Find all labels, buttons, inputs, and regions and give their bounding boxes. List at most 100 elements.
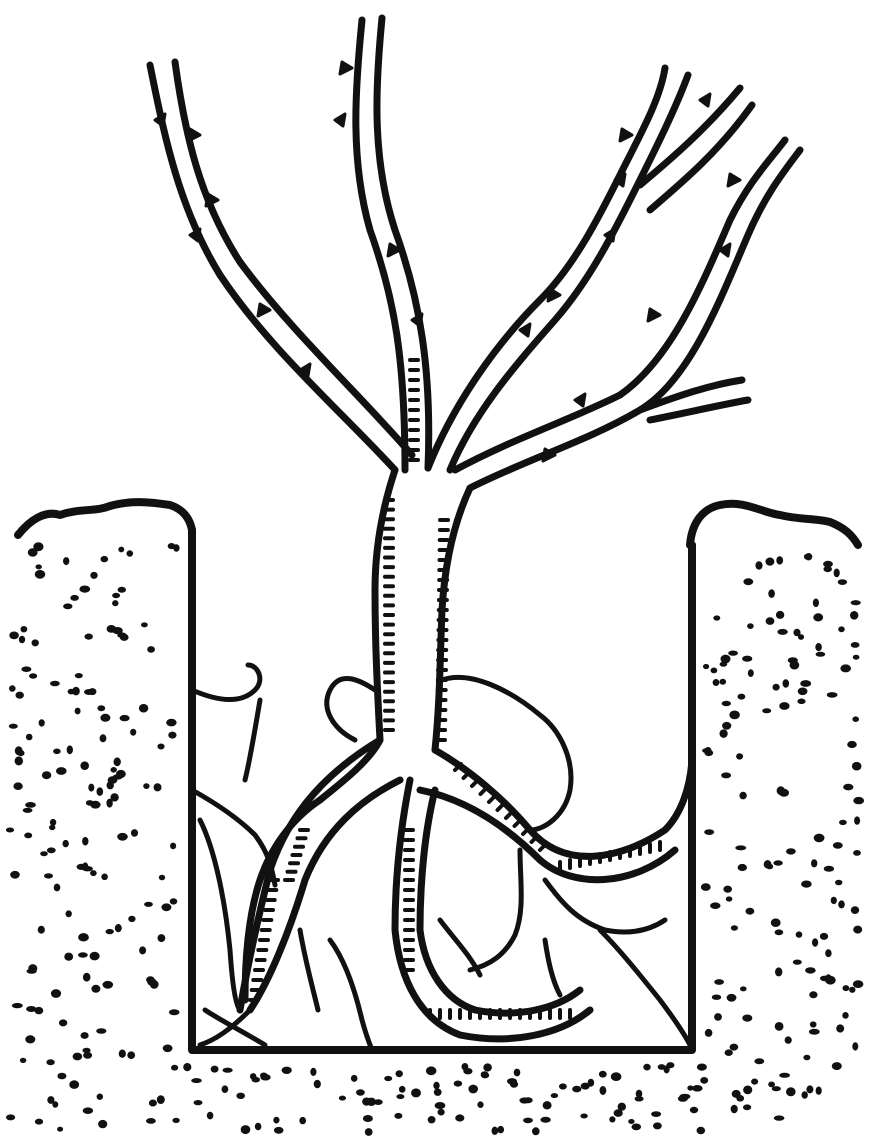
soil-speck	[39, 719, 45, 726]
soil-speck	[611, 1072, 622, 1081]
soil-speck	[82, 1048, 90, 1053]
soil-speck	[812, 938, 818, 947]
soil-speck	[751, 1079, 758, 1085]
soil-speck	[28, 964, 37, 973]
thorn	[155, 114, 165, 126]
soil-speck	[801, 881, 812, 888]
ground-surface-left	[18, 502, 192, 535]
soil-speck	[690, 1107, 698, 1113]
soil-speck	[120, 715, 130, 721]
soil-speck	[365, 1128, 373, 1136]
soil-speck	[15, 756, 23, 765]
soil-speck	[79, 586, 90, 593]
soil-speck	[394, 1113, 402, 1119]
soil-speck	[16, 692, 24, 699]
soil-speck	[825, 949, 831, 957]
fibrous-root	[600, 930, 690, 1045]
soil-speck	[852, 762, 862, 771]
soil-speck	[35, 570, 46, 579]
soil-speck	[110, 793, 118, 801]
soil-speck	[827, 692, 838, 698]
soil-speck	[815, 643, 822, 651]
fibrous-root	[440, 920, 480, 975]
soil-speck	[786, 848, 796, 854]
soil-speck	[746, 908, 755, 915]
soil-speck	[159, 875, 165, 881]
soil-speck	[13, 782, 22, 790]
soil-speck	[710, 902, 720, 909]
soil-speck	[90, 870, 97, 876]
soil-speck	[793, 960, 802, 965]
soil-speck	[100, 734, 107, 742]
soil-speck	[492, 1127, 499, 1135]
soil-speck	[786, 1087, 796, 1096]
soil-speck	[773, 860, 782, 865]
soil-speck	[831, 897, 837, 904]
soil-speck	[171, 1065, 178, 1071]
soil-speck	[738, 694, 746, 700]
soil-speck	[843, 985, 850, 991]
soil-speck	[9, 724, 18, 729]
soil-speck	[852, 716, 859, 722]
soil-speck	[21, 666, 31, 672]
soil-speck	[658, 1064, 666, 1070]
soil-speck	[768, 1082, 775, 1088]
soil-speck	[50, 819, 56, 826]
soil-speck	[29, 673, 37, 678]
thorn	[340, 62, 352, 74]
soil-speck	[411, 1088, 421, 1097]
soil-speck	[572, 1086, 581, 1093]
soil-speck	[728, 651, 738, 656]
soil-speck	[704, 829, 714, 835]
soil-speck	[154, 783, 162, 791]
soil-speck	[15, 746, 23, 755]
soil-speck	[6, 828, 14, 833]
planting-hole	[18, 502, 858, 1050]
soil-speck	[775, 1022, 784, 1031]
soil-speck	[785, 1036, 792, 1043]
soil-speck	[97, 1094, 103, 1100]
soil-speck	[40, 851, 48, 856]
soil-speck	[838, 579, 847, 585]
soil-speck	[835, 880, 842, 886]
soil-speck	[551, 1093, 558, 1098]
soil-speck	[714, 1013, 722, 1021]
soil-speck	[78, 933, 89, 941]
soil-speck	[697, 1064, 707, 1071]
soil-speck	[838, 626, 845, 632]
soil-speck	[299, 1117, 306, 1124]
soil-speck	[853, 655, 860, 660]
soil-speck	[57, 1127, 63, 1132]
soil-speck	[847, 741, 857, 748]
soil-speck	[101, 556, 109, 562]
soil-speck	[80, 761, 89, 770]
soil-speck	[282, 1067, 292, 1074]
soil-speck	[32, 639, 39, 646]
soil-speck	[747, 623, 754, 629]
soil-speck	[731, 1105, 738, 1114]
soil-speck	[131, 829, 138, 837]
soil-speck	[101, 874, 108, 881]
soil-speck	[399, 1086, 406, 1093]
cane-right-inner-edge	[450, 75, 688, 470]
soil-speck	[118, 587, 126, 593]
soil-speck	[168, 732, 176, 739]
thorn	[728, 174, 740, 186]
soil-speck	[720, 679, 727, 685]
fibrous-root	[330, 940, 372, 1050]
soil-speck	[435, 1102, 446, 1109]
soil-speck	[66, 910, 72, 917]
soil-speck	[130, 729, 136, 736]
soil-speck	[774, 1115, 785, 1120]
soil-speck	[765, 558, 774, 566]
bark-hatch-mark	[515, 820, 521, 826]
soil-speck	[651, 1111, 661, 1117]
soil-speck	[842, 1012, 848, 1019]
soil-speck	[112, 600, 118, 606]
soil-speck	[144, 902, 153, 907]
soil-speck	[776, 611, 784, 619]
soil-speck	[23, 808, 33, 813]
fibrous-root	[192, 665, 260, 699]
soil-speck	[163, 1045, 173, 1053]
soil-speck	[73, 1053, 83, 1061]
